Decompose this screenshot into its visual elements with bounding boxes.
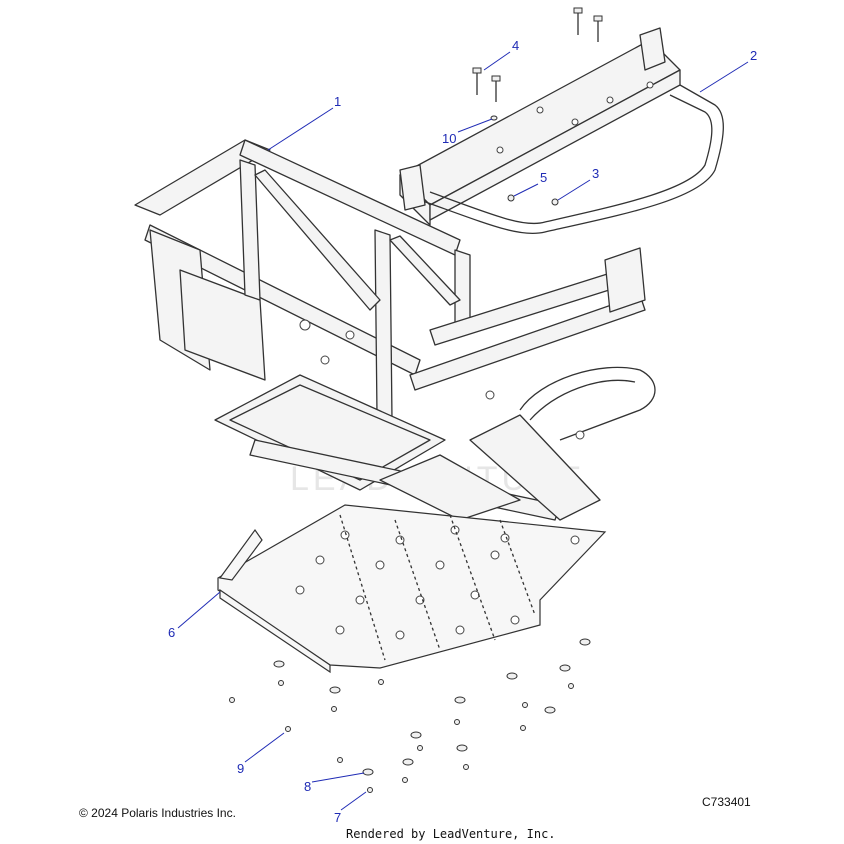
diagram-code: C733401 — [702, 795, 751, 809]
callout-6[interactable]: 6 — [168, 625, 175, 640]
leader-10 — [457, 118, 493, 133]
main-frame-drawing[interactable] — [134, 139, 656, 521]
copyright-text: © 2024 Polaris Industries Inc. — [79, 806, 236, 820]
skid-plate-holes — [295, 525, 580, 640]
callouts: 1 2 3 4 5 6 7 8 9 10 — [168, 38, 757, 825]
leader-5 — [513, 183, 539, 197]
leader-3 — [557, 179, 591, 201]
callout-5[interactable]: 5 — [540, 170, 547, 185]
callout-7[interactable]: 7 — [334, 810, 341, 825]
leader-6 — [177, 591, 221, 629]
rendered-by-text: Rendered by LeadVenture, Inc. — [346, 827, 556, 841]
callout-10[interactable]: 10 — [442, 131, 456, 146]
hardware-bolts — [472, 7, 603, 206]
callout-4[interactable]: 4 — [512, 38, 519, 53]
callout-3[interactable]: 3 — [592, 166, 599, 181]
skid-plate-drawing[interactable] — [217, 504, 607, 674]
callout-1[interactable]: 1 — [334, 94, 341, 109]
leader-4 — [483, 51, 511, 71]
callout-2[interactable]: 2 — [750, 48, 757, 63]
leader-2 — [699, 61, 749, 93]
callout-9[interactable]: 9 — [237, 761, 244, 776]
rear-cargo-frame-drawing[interactable] — [399, 27, 724, 235]
callout-8[interactable]: 8 — [304, 779, 311, 794]
skid-plate-ribs — [339, 514, 536, 661]
leader-7 — [340, 791, 367, 811]
leader-8 — [311, 772, 365, 783]
leader-9 — [244, 732, 285, 763]
lower-fasteners — [229, 638, 591, 793]
leader-1 — [267, 107, 334, 151]
